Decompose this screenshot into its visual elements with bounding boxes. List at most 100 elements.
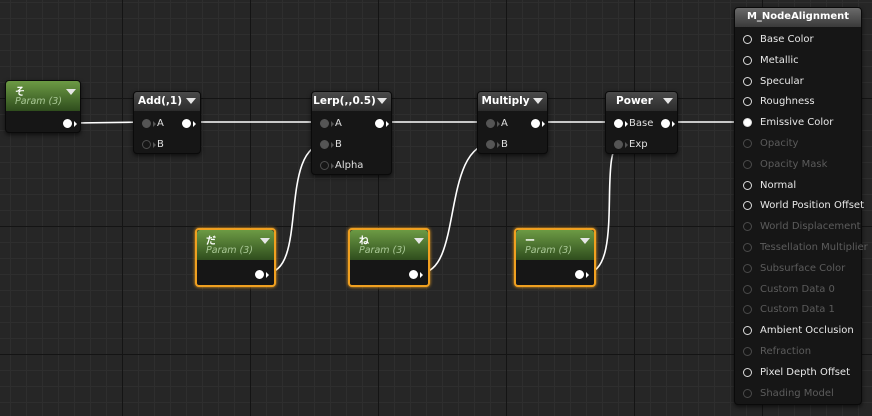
input-pin-icon[interactable] <box>142 140 151 149</box>
input-arrow-icon <box>625 121 628 127</box>
input-arrow-icon <box>331 163 334 169</box>
input-pin-label: B <box>335 139 342 150</box>
multiply-node[interactable]: Multiply A B <box>477 91 548 154</box>
param-node-da[interactable]: だ Param (3) <box>195 228 276 287</box>
material-pin-icon[interactable] <box>743 55 752 65</box>
collapse-arrow-icon[interactable] <box>260 238 270 244</box>
output-pin-icon[interactable] <box>255 270 264 279</box>
output-pin-icon[interactable] <box>375 119 384 128</box>
material-pin-icon <box>743 139 752 148</box>
power-node-title: Power <box>616 95 653 107</box>
material-pin-label: World Position Offset <box>760 200 864 212</box>
lerp-node[interactable]: Lerp(,,0.5) A B Alpha <box>311 91 392 175</box>
add-node-header[interactable]: Add(,1) <box>134 92 200 111</box>
param-node-subtitle: Param (3) <box>359 245 407 256</box>
material-pin-icon <box>743 243 752 252</box>
collapse-arrow-icon[interactable] <box>377 98 387 104</box>
material-pin-icon[interactable] <box>743 97 752 107</box>
input-arrow-icon <box>153 121 156 127</box>
input-pin-label: Base <box>629 118 654 129</box>
material-pin-label: Normal <box>760 179 797 191</box>
material-result-header[interactable]: M_NodeAlignment <box>735 8 861 27</box>
lerp-node-header[interactable]: Lerp(,,0.5) <box>312 92 391 111</box>
param-node-header[interactable]: ー Param (3) <box>516 230 594 260</box>
material-pin-label: Specular <box>760 75 804 87</box>
output-arrow-icon <box>586 272 589 278</box>
input-pin-icon[interactable] <box>320 119 329 128</box>
material-pin-icon[interactable] <box>743 367 752 377</box>
material-pin-label: Opacity <box>760 138 799 149</box>
input-pin-a: A <box>312 118 393 130</box>
input-pin-icon[interactable] <box>614 119 623 128</box>
param-node-header[interactable]: だ Param (3) <box>197 230 274 260</box>
input-arrow-icon <box>153 142 156 148</box>
param-node-subtitle: Param (3) <box>525 245 573 256</box>
material-pin-icon[interactable] <box>743 201 752 211</box>
material-pin-icon[interactable] <box>743 326 752 336</box>
param-node-ne[interactable]: ね Param (3) <box>348 228 430 287</box>
input-pin-b: B <box>134 139 202 151</box>
material-pin-icon[interactable] <box>743 76 752 86</box>
output-arrow-icon <box>542 121 545 127</box>
param-node-title: そ <box>15 87 25 98</box>
material-pin-icon <box>743 159 752 169</box>
output-pin-icon[interactable] <box>409 270 418 279</box>
input-pin-exp: Exp <box>606 139 679 151</box>
material-pin-icon <box>743 347 752 356</box>
lerp-node-title: Lerp(,,0.5) <box>313 95 376 107</box>
collapse-arrow-icon[interactable] <box>580 238 590 244</box>
material-pin-icon[interactable] <box>743 118 752 128</box>
input-pin-icon[interactable] <box>614 140 623 149</box>
material-pin-label: Tessellation Multiplier <box>760 242 868 253</box>
output-arrow-icon <box>74 121 77 127</box>
output-pin-icon[interactable] <box>63 119 72 128</box>
collapse-arrow-icon[interactable] <box>186 98 196 104</box>
collapse-arrow-icon[interactable] <box>66 89 76 95</box>
input-pin-icon[interactable] <box>142 119 151 128</box>
material-pin-icon <box>743 222 752 232</box>
wire-ne-to-multiply-b <box>419 142 495 274</box>
output-pin-row <box>6 118 82 130</box>
param-node-header[interactable]: ね Param (3) <box>350 230 428 260</box>
material-pin-icon[interactable] <box>743 35 752 44</box>
param-node-title: だ <box>206 236 216 247</box>
input-pin-label: B <box>501 139 508 150</box>
input-pin-icon[interactable] <box>486 140 495 149</box>
param-node-title: ね <box>359 236 369 247</box>
input-pin-icon[interactable] <box>320 161 329 170</box>
param-node-subtitle: Param (3) <box>206 245 254 256</box>
power-node-header[interactable]: Power <box>606 92 677 111</box>
material-pin-label: Ambient Occlusion <box>760 325 854 337</box>
material-title: M_NodeAlignment <box>746 11 850 22</box>
material-pin-label: Custom Data 1 <box>760 304 835 316</box>
add-node[interactable]: Add(,1) A B <box>133 91 201 154</box>
input-pin-b: B <box>478 139 549 151</box>
output-pin-icon[interactable] <box>661 119 670 128</box>
output-arrow-icon <box>266 272 269 278</box>
input-pin-label: A <box>157 118 164 129</box>
collapse-arrow-icon[interactable] <box>663 98 673 104</box>
input-pin-icon[interactable] <box>486 119 495 128</box>
param-node-so[interactable]: そ Param (3) <box>5 80 81 133</box>
param-node-dash[interactable]: ー Param (3) <box>514 228 596 287</box>
input-pin-base: Base <box>606 118 679 130</box>
input-pin-a: A <box>478 118 549 130</box>
collapse-arrow-icon[interactable] <box>414 238 424 244</box>
material-pin-icon[interactable] <box>743 180 752 190</box>
input-pin-icon[interactable] <box>320 140 329 149</box>
power-node[interactable]: Power Base Exp <box>605 91 678 154</box>
collapse-arrow-icon[interactable] <box>533 98 543 104</box>
material-pin-label: World Displacement <box>760 221 861 233</box>
output-arrow-icon <box>420 272 423 278</box>
output-pin-icon[interactable] <box>575 270 584 279</box>
output-pin-icon[interactable] <box>531 119 540 128</box>
multiply-node-header[interactable]: Multiply <box>478 92 547 111</box>
output-pin-icon[interactable] <box>182 119 191 128</box>
input-arrow-icon <box>497 142 500 148</box>
material-pin-label: Opacity Mask <box>760 158 828 170</box>
input-pin-label: A <box>335 118 342 129</box>
param-node-header[interactable]: そ Param (3) <box>6 81 80 111</box>
input-pin-label: Alpha <box>335 160 364 171</box>
output-pin-row <box>197 269 274 281</box>
